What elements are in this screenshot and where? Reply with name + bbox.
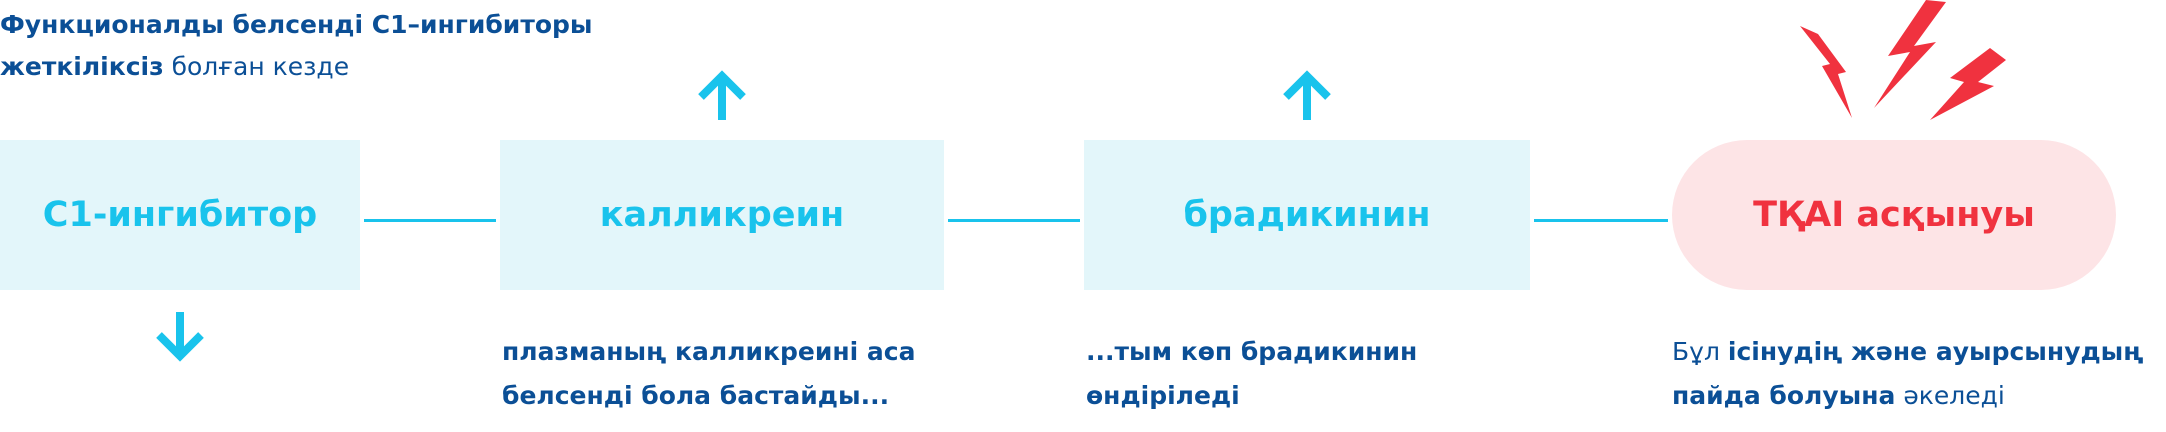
note-bradykinin-line-2: өндіріледі <box>1086 381 1240 410</box>
node-kallikrein: калликреин <box>500 140 944 290</box>
lightning-icon <box>1800 26 1852 118</box>
note-hae-line-1: Бұл ісінудің және ауырсынудың <box>1672 337 2144 366</box>
connector-line-2 <box>948 219 1080 222</box>
note-bradykinin-line-1: ...тым көп брадикинин <box>1086 337 1418 366</box>
note-kallikrein: плазманың калликреині аса белсенді бола … <box>502 330 1062 418</box>
node-hae-attack: ТҚАІ асқынуы <box>1672 140 2116 290</box>
node-bradykinin-label: брадикинин <box>1183 195 1431 235</box>
node-c1-inhibitor: С1-ингибитор <box>0 140 360 290</box>
node-c1-inhibitor-label: С1-ингибитор <box>42 195 318 235</box>
note-hae-line-2: пайда болуына әкеледі <box>1672 381 2005 410</box>
note-kallikrein-line-1: плазманың калликреині аса <box>502 337 916 366</box>
lightning-icon <box>1874 0 1946 108</box>
note-hae: Бұл ісінудің және ауырсынудың пайда болу… <box>1672 330 2166 418</box>
lightning-icon <box>1930 48 2006 120</box>
arrow-up-icon <box>1283 70 1331 120</box>
connector-line-3 <box>1534 219 1668 222</box>
diagram-heading: Функционалды белсенді С1–ингибиторы жетк… <box>0 4 720 88</box>
arrow-up-icon <box>698 70 746 120</box>
heading-line-1: Функционалды белсенді С1–ингибиторы <box>0 10 593 39</box>
heading-line-2: жеткіліксіз болған кезде <box>0 52 350 81</box>
node-hae-attack-label: ТҚАІ асқынуы <box>1753 195 2035 235</box>
node-kallikrein-label: калликреин <box>599 195 845 235</box>
note-kallikrein-line-2: белсенді бола бастайды... <box>502 381 890 410</box>
note-bradykinin: ...тым көп брадикинин өндіріледі <box>1086 330 1646 418</box>
connector-line-1 <box>364 219 496 222</box>
arrow-down-icon <box>156 312 204 362</box>
node-bradykinin: брадикинин <box>1084 140 1530 290</box>
